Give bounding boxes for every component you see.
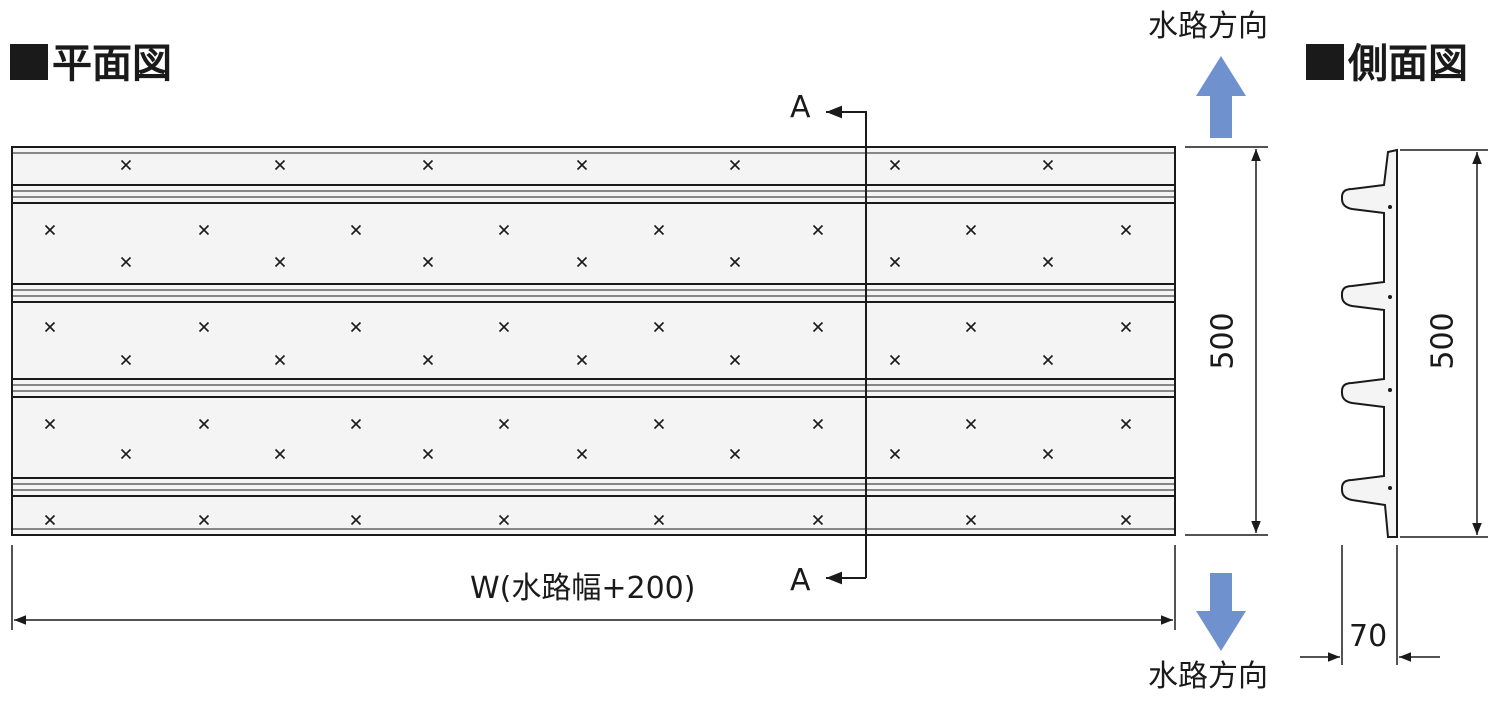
anchor-mark xyxy=(274,159,286,171)
side-thickness-dimension-label: 70 xyxy=(1349,619,1388,654)
anchor-mark xyxy=(889,448,901,460)
anchor-marks xyxy=(44,159,1132,526)
anchor-mark xyxy=(44,418,56,430)
flow-direction-label-top: 水路方向 xyxy=(1148,9,1268,44)
anchor-mark xyxy=(198,418,210,430)
side-view-profile xyxy=(1341,148,1398,538)
anchor-mark xyxy=(1042,256,1054,268)
anchor-mark xyxy=(198,321,210,333)
anchor-mark xyxy=(576,256,588,268)
section-cut-line xyxy=(826,105,867,585)
anchor-mark xyxy=(198,224,210,236)
rib-band xyxy=(12,184,1175,204)
anchor-mark xyxy=(422,159,434,171)
anchor-mark xyxy=(812,514,824,526)
side-thickness-dimension xyxy=(1300,545,1440,665)
anchor-mark xyxy=(1120,514,1132,526)
anchor-mark xyxy=(120,448,132,460)
section-marker-bottom: A xyxy=(790,563,811,598)
anchor-mark xyxy=(729,448,741,460)
anchor-mark xyxy=(198,514,210,526)
anchor-mark xyxy=(498,418,510,430)
anchor-mark xyxy=(965,514,977,526)
square-bullet-icon xyxy=(1306,44,1344,80)
anchor-mark xyxy=(1042,159,1054,171)
anchor-mark xyxy=(653,224,665,236)
anchor-mark xyxy=(965,418,977,430)
width-dimension-label: W(水路幅+200) xyxy=(470,571,696,606)
section-marker-top: A xyxy=(790,90,811,125)
anchor-mark xyxy=(1120,224,1132,236)
plan-view-title-text: 平面図 xyxy=(52,41,172,87)
anchor-mark xyxy=(422,448,434,460)
anchor-mark xyxy=(120,256,132,268)
flow-direction-label-bottom: 水路方向 xyxy=(1148,659,1268,694)
anchor-mark xyxy=(498,321,510,333)
width-dimension xyxy=(11,545,1176,630)
side-view-title-text: 側面図 xyxy=(1348,41,1468,87)
anchor-mark xyxy=(422,354,434,366)
anchor-mark xyxy=(729,354,741,366)
anchor-mark xyxy=(653,418,665,430)
anchor-mark xyxy=(274,256,286,268)
anchor-mark xyxy=(653,514,665,526)
rib-band xyxy=(12,378,1175,398)
anchor-mark xyxy=(576,448,588,460)
anchor-mark xyxy=(889,256,901,268)
side-view-title: 側面図 xyxy=(1306,44,1468,84)
anchor-mark xyxy=(812,321,824,333)
anchor-mark xyxy=(1120,321,1132,333)
anchor-mark xyxy=(729,256,741,268)
anchor-mark xyxy=(498,224,510,236)
anchor-mark xyxy=(120,159,132,171)
anchor-mark xyxy=(274,354,286,366)
anchor-mark xyxy=(44,321,56,333)
flow-arrow-up-icon xyxy=(1196,56,1246,138)
anchor-mark xyxy=(653,321,665,333)
square-bullet-icon xyxy=(10,44,48,80)
side-height-dimension xyxy=(1400,149,1488,538)
anchor-mark xyxy=(350,224,362,236)
flow-arrow-down-icon xyxy=(1196,573,1246,651)
anchor-mark xyxy=(812,224,824,236)
anchor-mark xyxy=(44,224,56,236)
anchor-mark xyxy=(889,354,901,366)
anchor-mark xyxy=(812,418,824,430)
anchor-mark xyxy=(729,159,741,171)
plan-height-dimension xyxy=(1185,146,1268,536)
anchor-mark xyxy=(576,354,588,366)
anchor-mark xyxy=(44,514,56,526)
anchor-mark xyxy=(120,354,132,366)
anchor-mark xyxy=(1042,354,1054,366)
anchor-mark xyxy=(274,448,286,460)
anchor-mark xyxy=(889,159,901,171)
anchor-mark xyxy=(576,159,588,171)
plan-view-panel xyxy=(11,146,1176,536)
anchor-mark xyxy=(350,514,362,526)
anchor-mark xyxy=(498,514,510,526)
anchor-mark xyxy=(350,321,362,333)
anchor-mark xyxy=(965,321,977,333)
anchor-mark xyxy=(1042,448,1054,460)
anchor-mark xyxy=(422,256,434,268)
anchor-mark xyxy=(350,418,362,430)
anchor-mark xyxy=(1120,418,1132,430)
rib-band xyxy=(12,283,1175,303)
anchor-mark xyxy=(965,224,977,236)
rib-band xyxy=(12,477,1175,497)
plan-view-title: 平面図 xyxy=(10,44,172,84)
